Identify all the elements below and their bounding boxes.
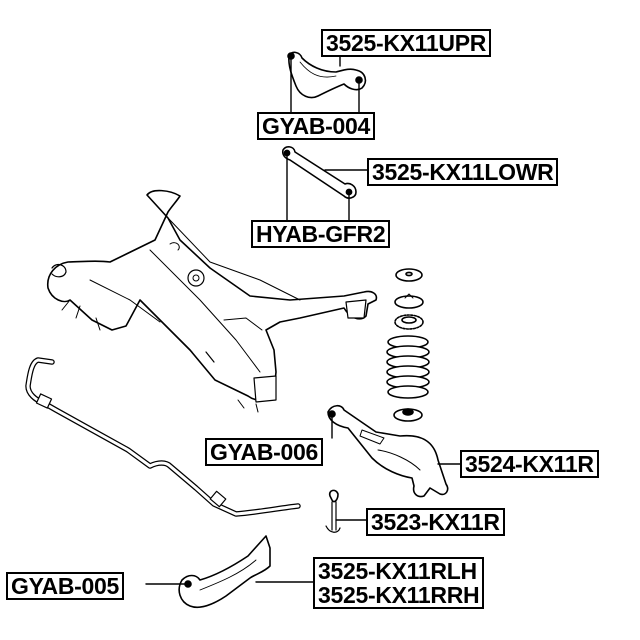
part-label-3524-kx11r: 3524-KX11R <box>460 450 599 478</box>
lower-arm-drawing <box>281 146 368 223</box>
part-label-hyab-gfr2: HYAB-GFR2 <box>251 220 391 248</box>
part-number: 3525-KX11UPR <box>326 30 487 56</box>
part-label-gyab-005: GYAB-005 <box>6 572 124 600</box>
part-number: GYAB-006 <box>210 439 318 465</box>
part-number: 3524-KX11R <box>465 451 594 477</box>
spring-assembly-drawing <box>386 268 430 422</box>
trailing-arm-drawing <box>145 535 317 609</box>
stabilizer-bar-drawing <box>25 357 301 517</box>
part-label-3523-kx11r: 3523-KX11R <box>366 508 505 536</box>
part-number-rh: 3525-KX11RRH <box>318 582 480 608</box>
part-label-3525-kx11lowr: 3525-KX11LOWR <box>367 158 559 186</box>
part-number: 3523-KX11R <box>371 509 500 535</box>
part-label-3525-kx11rlh-rrh: 3525-KX11RLH 3525-KX11RRH <box>313 557 485 609</box>
part-number-lh: 3525-KX11RLH <box>318 558 477 584</box>
part-number: GYAB-004 <box>262 113 370 139</box>
part-number: HYAB-GFR2 <box>256 221 386 247</box>
part-number: 3525-KX11LOWR <box>372 159 554 185</box>
upper-arm-drawing <box>287 51 367 113</box>
subframe-drawing <box>46 189 378 413</box>
part-label-gyab-004: GYAB-004 <box>257 112 375 140</box>
part-label-3525-kx11upr: 3525-KX11UPR <box>321 29 492 57</box>
part-number: GYAB-005 <box>11 573 119 599</box>
stabilizer-link-drawing <box>325 489 367 533</box>
spring-arm-drawing <box>327 404 461 498</box>
part-label-gyab-006: GYAB-006 <box>205 438 323 466</box>
